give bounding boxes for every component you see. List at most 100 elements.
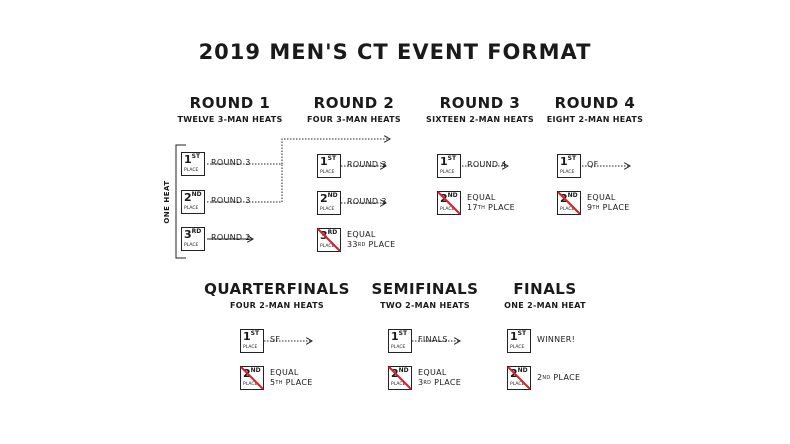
final-position: 33RD PLACE — [347, 240, 396, 250]
place-number: 1ST — [510, 330, 527, 343]
place-suffix: ND — [447, 192, 458, 199]
equal-label: EQUAL — [347, 230, 376, 239]
place-word: PLACE — [243, 345, 258, 350]
position-suffix: TH — [477, 205, 486, 211]
one-heat-bracket — [175, 144, 186, 259]
finals-title: FINALS — [513, 280, 577, 298]
eliminated-slash-icon — [507, 366, 531, 390]
place-digit: 1 — [184, 153, 192, 166]
place-suffix: ND — [191, 191, 202, 198]
place-suffix: ST — [250, 330, 260, 337]
final-position: 9TH PLACE — [587, 203, 630, 213]
place-number: 2ND — [184, 191, 202, 204]
place-suffix: ND — [327, 192, 338, 199]
final-position: 3RD PLACE — [418, 378, 461, 388]
position-word: PLACE — [365, 240, 396, 249]
round-1-place-3-box: 3RD PLACE — [181, 227, 205, 251]
round-2-place-2-box: 2ND PLACE — [317, 191, 341, 215]
place-word: PLACE — [320, 207, 335, 212]
r1-first-arrow — [207, 139, 390, 165]
place-word: PLACE — [320, 170, 335, 175]
position-suffix: TH — [592, 205, 600, 211]
position-number: 5 — [270, 378, 276, 387]
final-position: 5TH PLACE — [270, 378, 313, 388]
place-digit: 2 — [320, 192, 328, 205]
round-2-title: ROUND 2 — [313, 94, 395, 112]
final-position: 17TH PLACE — [467, 203, 515, 213]
round-2-place-2-label: ROUND 3 — [347, 197, 387, 206]
eliminated-slash-icon — [557, 191, 581, 215]
place-word: PLACE — [243, 382, 258, 387]
finals-subtitle: ONE 2-MAN HEAT — [504, 301, 586, 310]
place-word: PLACE — [391, 345, 406, 350]
place-word: PLACE — [440, 207, 455, 212]
position-suffix: RD — [423, 380, 432, 386]
position-word: PLACE — [431, 378, 462, 387]
r1-second-arrow — [207, 164, 283, 203]
place-number: 1ST — [243, 330, 260, 343]
place-number: 1ST — [320, 155, 336, 168]
equal-label: EQUAL — [587, 193, 616, 202]
quarterfinals-subtitle: FOUR 2-MAN HEATS — [230, 301, 324, 310]
place-digit: 1 — [320, 155, 328, 168]
round-2-place-1-label: ROUND 3 — [347, 160, 387, 169]
finals-place-2-result: 2ND PLACE — [537, 373, 580, 383]
place-digit: 3 — [184, 228, 192, 241]
position-suffix: RD — [357, 242, 366, 248]
finals-place-1-label: WINNER! — [537, 335, 576, 344]
place-suffix: ST — [517, 330, 527, 337]
place-digit: 1 — [391, 330, 399, 343]
place-word: PLACE — [440, 170, 455, 175]
position-number: 3 — [418, 378, 424, 387]
round-2-subtitle: FOUR 3-MAN HEATS — [307, 115, 401, 124]
quarterfinals-place-1-label: SF — [270, 335, 281, 344]
equal-label: EQUAL — [467, 193, 496, 202]
equal-label: EQUAL — [418, 368, 447, 377]
place-word: PLACE — [510, 345, 525, 350]
place-digit: 1 — [510, 330, 518, 343]
round-1-place-2-box: 2ND PLACE — [181, 190, 205, 214]
one-heat-label: ONE HEAT — [163, 180, 171, 224]
place-digit: 1 — [560, 155, 568, 168]
position-number: 9 — [587, 203, 593, 212]
semifinals-title: SEMIFINALS — [371, 280, 479, 298]
round-4-place-1-label: QF — [587, 160, 599, 169]
place-word: PLACE — [184, 206, 199, 211]
place-suffix: ST — [567, 155, 577, 162]
round-3-place-1-label: ROUND 4 — [467, 160, 507, 169]
round-4-subtitle: EIGHT 2-MAN HEATS — [546, 115, 644, 124]
position-number: 17 — [467, 203, 478, 212]
position-word: PLACE — [282, 378, 313, 387]
position-word: PLACE — [550, 373, 581, 382]
semifinals-subtitle: TWO 2-MAN HEATS — [380, 301, 470, 310]
place-digit: 1 — [440, 155, 448, 168]
place-suffix: ND — [398, 367, 409, 374]
eliminated-slash-icon — [317, 228, 341, 252]
place-number: 2ND — [320, 192, 338, 205]
place-word: PLACE — [320, 244, 335, 249]
place-word: PLACE — [560, 170, 575, 175]
position-suffix: ND — [542, 375, 551, 381]
quarterfinals-title: QUARTERFINALS — [204, 280, 350, 298]
page-title: 2019 MEN'S CT EVENT FORMAT — [198, 40, 592, 64]
place-number: 3RD — [184, 228, 201, 241]
place-digit: 2 — [184, 191, 192, 204]
place-word: PLACE — [184, 243, 199, 248]
position-word: PLACE — [485, 203, 515, 212]
eliminated-slash-icon — [240, 366, 264, 390]
round-3-title: ROUND 3 — [439, 94, 521, 112]
place-suffix: RD — [327, 229, 338, 236]
